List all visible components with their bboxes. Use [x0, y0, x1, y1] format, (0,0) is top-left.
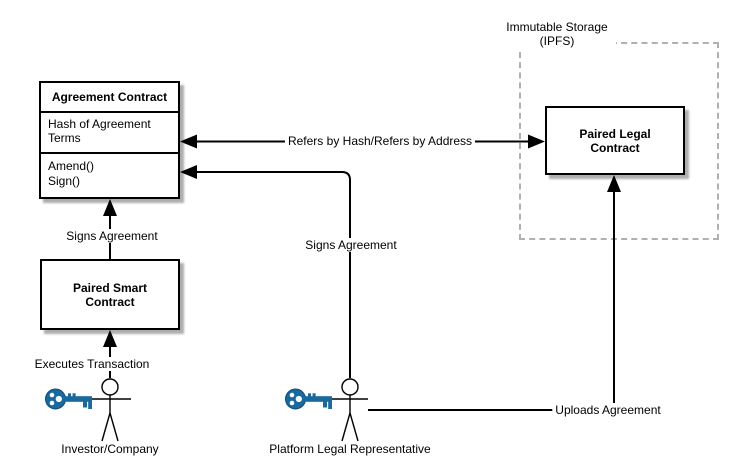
class-methods: Amend() Sign()	[41, 154, 178, 197]
node-paired-smart-contract: Paired Smart Contract	[40, 259, 180, 330]
class-method: Sign()	[48, 174, 81, 188]
actor-platform-rep-figure	[330, 378, 368, 442]
key-icon	[45, 388, 93, 410]
edge-signs-agreement-right	[180, 165, 351, 378]
edge-label-refers-by-hash: Refers by Hash/Refers by Address	[284, 134, 476, 148]
node-title: Paired Smart Contract	[72, 280, 148, 309]
node-title: Paired Legal Contract	[579, 126, 651, 155]
actor-label-investor: Investor/Company	[61, 442, 159, 456]
node-paired-legal-contract: Paired Legal Contract	[545, 106, 685, 175]
immutable-storage-label: Immutable Storage (IPFS)	[498, 20, 616, 48]
edge-uploads-agreement	[368, 175, 621, 411]
edge-label-signs-agreement-left: Signs Agreement	[63, 229, 161, 243]
node-agreement-contract: Agreement Contract Hash of Agreement Ter…	[39, 81, 180, 199]
edge-label-uploads-agreement: Uploads Agreement	[552, 403, 664, 417]
actor-label-platform-rep: Platform Legal Representative	[269, 442, 431, 456]
edge-label-signs-agreement-right: Signs Agreement	[302, 238, 400, 252]
class-title: Agreement Contract	[41, 83, 178, 113]
class-attribute: Hash of Agreement Terms	[41, 113, 178, 154]
class-method: Amend()	[48, 159, 95, 173]
edge-label-executes-transaction: Executes Transaction	[31, 357, 153, 371]
key-icon	[285, 388, 333, 410]
actor-investor-figure	[89, 378, 131, 442]
